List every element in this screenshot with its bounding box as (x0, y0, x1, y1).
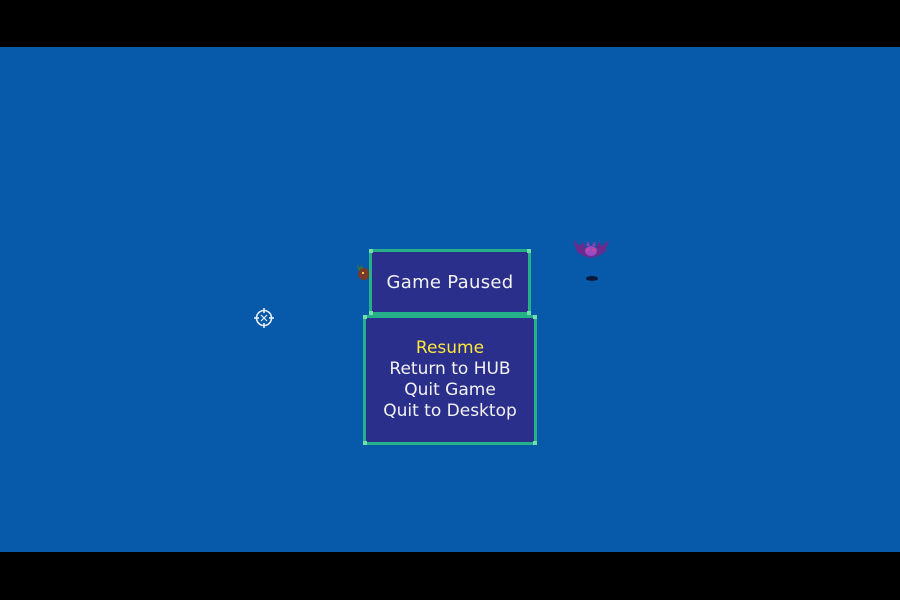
letterbox-top (0, 0, 900, 47)
bat-shadow (586, 276, 598, 281)
panel-corner (363, 315, 367, 319)
creature-icon (357, 264, 370, 280)
letterbox-bottom (0, 552, 900, 600)
menu-item-return-to-hub[interactable]: Return to HUB (389, 359, 511, 379)
panel-corner (533, 315, 537, 319)
menu-item-quit-game[interactable]: Quit Game (404, 380, 496, 400)
crosshair-icon (254, 308, 274, 328)
panel-corner (533, 441, 537, 445)
panel-corner (369, 249, 373, 253)
pause-title-panel: Game Paused (369, 249, 531, 315)
panel-corner (527, 249, 531, 253)
panel-corner (369, 311, 373, 315)
bat-icon (573, 240, 609, 258)
pause-menu-panel: Resume Return to HUB Quit Game Quit to D… (363, 315, 537, 445)
menu-item-quit-to-desktop[interactable]: Quit to Desktop (383, 401, 517, 421)
pause-title: Game Paused (386, 271, 514, 293)
panel-corner (527, 311, 531, 315)
panel-corner (363, 441, 367, 445)
menu-item-resume[interactable]: Resume (415, 338, 485, 358)
